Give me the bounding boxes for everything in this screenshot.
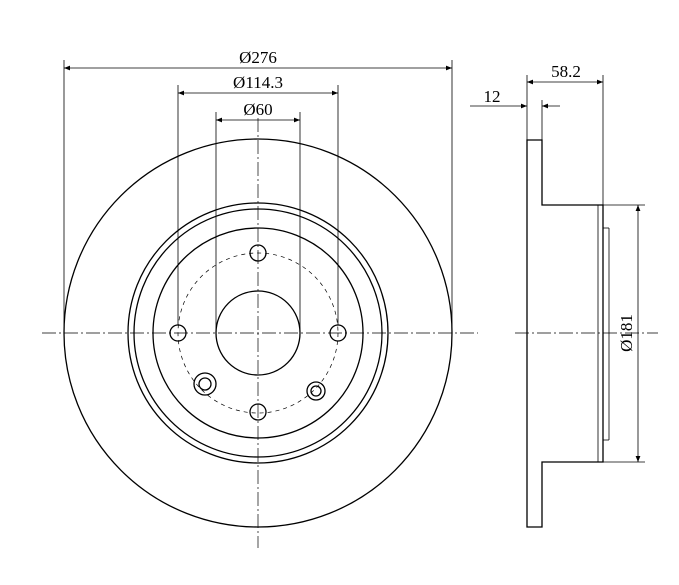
- dim-center-bore: Ø60: [216, 100, 300, 123]
- screw-hole-right-outer: [306, 381, 326, 401]
- dim-hat-diameter-label: Ø181: [617, 314, 636, 352]
- dim-disc-thickness-label: 12: [484, 87, 501, 106]
- dim-outer-diameter-label: Ø276: [239, 48, 277, 67]
- dim-total-height: 58.2: [527, 62, 603, 85]
- screw-hole-left-outer: [193, 372, 217, 396]
- bolt-pitch-circle: [177, 252, 339, 414]
- dim-bolt-circle-label: Ø114.3: [233, 73, 283, 92]
- bolt-hole-top: [249, 244, 267, 262]
- side-profile: [526, 139, 604, 528]
- screw-hole-right-inner: [310, 385, 322, 397]
- screw-hole-left-inner: [198, 377, 212, 391]
- hat-inner-edge: [133, 208, 383, 458]
- hat-outer-edge: [127, 202, 389, 464]
- dim-center-bore-label: Ø60: [243, 100, 272, 119]
- dim-bolt-circle: Ø114.3: [178, 73, 338, 96]
- dim-outer-diameter: Ø276: [64, 48, 452, 71]
- front-view: [42, 118, 478, 548]
- extension-lines: [63, 60, 453, 333]
- side-view: [515, 139, 658, 528]
- hub-face-edge: [152, 227, 364, 439]
- dim-total-height-label: 58.2: [551, 62, 581, 81]
- dim-disc-thickness: 12: [470, 87, 560, 109]
- side-extension-lines: [526, 75, 645, 463]
- dim-hat-diameter: Ø181: [617, 205, 641, 462]
- bolt-hole-bottom: [249, 403, 267, 421]
